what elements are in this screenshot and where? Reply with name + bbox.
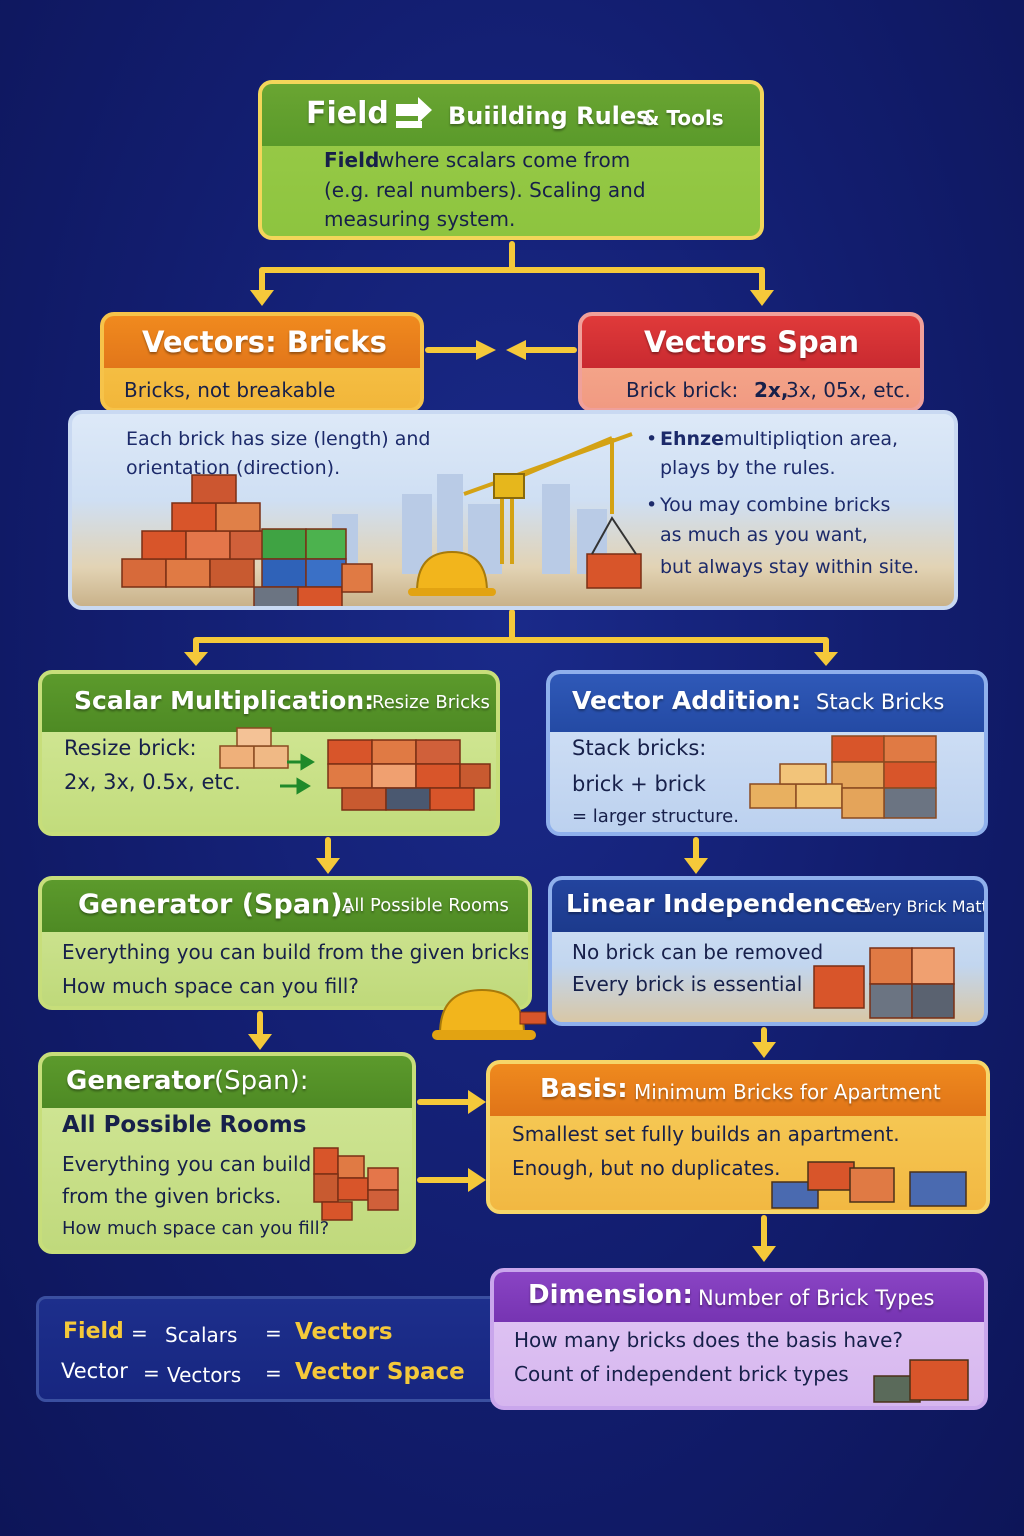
stack-bricks-illustration <box>550 674 988 836</box>
basis-bricks-illustration <box>490 1064 990 1214</box>
generator-span-title-top: Generator (Span): <box>78 889 353 920</box>
summary-legend: Field = Scalars = Vectors Vector = Vecto… <box>36 1296 506 1402</box>
bullet-dot-icon: • <box>646 494 657 516</box>
basis-box: Basis: Minimum Bricks for Apartment Smal… <box>486 1060 990 1214</box>
construction-scene: Each brick has size (length) and orienta… <box>68 410 958 610</box>
legend-r1c3: Vectors <box>295 1319 393 1345</box>
vectors-span-header: Vectors Span <box>582 316 920 368</box>
scene-left-line1: Each brick has size (length) and <box>126 428 431 450</box>
scene-bullet1: multipliqtion area, <box>724 428 898 450</box>
vectors-bricks-title: Vectors: Bricks <box>142 325 387 359</box>
generator-span-box-bottom: Generator (Span): All Possible Rooms Eve… <box>38 1052 416 1254</box>
field-subtitle: Buiilding Rules <box>448 102 650 130</box>
scene-bullet2-line1: You may combine bricks <box>660 494 890 516</box>
vectors-span-title: Vectors Span <box>644 325 859 359</box>
field-box: Field Buiilding Rules & Tools Field wher… <box>258 80 764 240</box>
legend-r2eq2: = <box>265 1361 282 1385</box>
legend-r2c1: Vector <box>61 1359 128 1383</box>
vectors-span-box: Vectors Span Brick brick: 2x, 3x, 05x, e… <box>578 312 924 412</box>
generator-span-header-top: Generator (Span): All Possible Rooms <box>42 880 528 932</box>
bullet-dot-icon: • <box>646 428 657 450</box>
linear-independence-box: Linear Independence: Every Brick Matters… <box>548 876 988 1026</box>
dimension-box: Dimension: Number of Brick Types How man… <box>490 1268 988 1410</box>
legend-r1eq1: = <box>131 1321 148 1345</box>
legend-r2eq1: = <box>143 1361 160 1385</box>
field-header: Field Buiilding Rules & Tools <box>262 84 760 146</box>
field-line1-bold: Field <box>324 148 379 172</box>
scene-bullet1-bold: Ehnze <box>660 428 724 450</box>
resize-bricks-illustration <box>42 674 500 836</box>
field-line1: where scalars come from <box>378 148 630 172</box>
legend-r2c2: Vectors <box>167 1363 241 1387</box>
dimension-bricks-illustration <box>494 1272 988 1410</box>
vectors-bricks-box: Vectors: Bricks Bricks, not breakable <box>100 312 424 412</box>
generator-span-line1-top: Everything you can build from the given … <box>62 940 532 964</box>
scalar-multiplication-box: Scalar Multiplication: Resize Bricks Res… <box>38 670 500 836</box>
scene-bullet1-line2: plays by the rules. <box>660 457 836 479</box>
field-subtitle-suffix: & Tools <box>642 106 724 130</box>
field-title: Field <box>306 96 389 131</box>
scene-bullet2-line3: but always stay within site. <box>660 556 919 578</box>
legend-r1c2: Scalars <box>165 1323 237 1347</box>
hard-hat-icon <box>430 982 560 1052</box>
scene-left-line2: orientation (direction). <box>126 457 340 479</box>
scene-bullet2-line2: as much as you want, <box>660 524 868 546</box>
legend-r1c1: Field <box>63 1319 124 1344</box>
vectors-span-body-pre: Brick brick: <box>626 378 738 402</box>
legend-r2c3: Vector Space <box>295 1359 465 1385</box>
vectors-span-body-post: 3x, 05x, etc. <box>786 378 911 402</box>
generator-span-line2-top: How much space can you fill? <box>62 974 359 998</box>
independent-bricks-illustration <box>552 880 988 1026</box>
double-arrow-icon <box>392 96 436 136</box>
vectors-span-body-bold: 2x, <box>754 378 788 402</box>
vectors-bricks-header: Vectors: Bricks <box>104 316 420 368</box>
vectors-bricks-body: Bricks, not breakable <box>124 378 335 402</box>
field-line3: measuring system. <box>324 207 515 231</box>
generator-span-subtitle-top: All Possible Rooms <box>342 895 509 916</box>
field-line2: (e.g. real numbers). Scaling and <box>324 178 646 202</box>
room-bricks-illustration <box>42 1056 416 1254</box>
vector-addition-box: Vector Addition: Stack Bricks Stack bric… <box>546 670 988 836</box>
legend-r1eq2: = <box>265 1321 282 1345</box>
